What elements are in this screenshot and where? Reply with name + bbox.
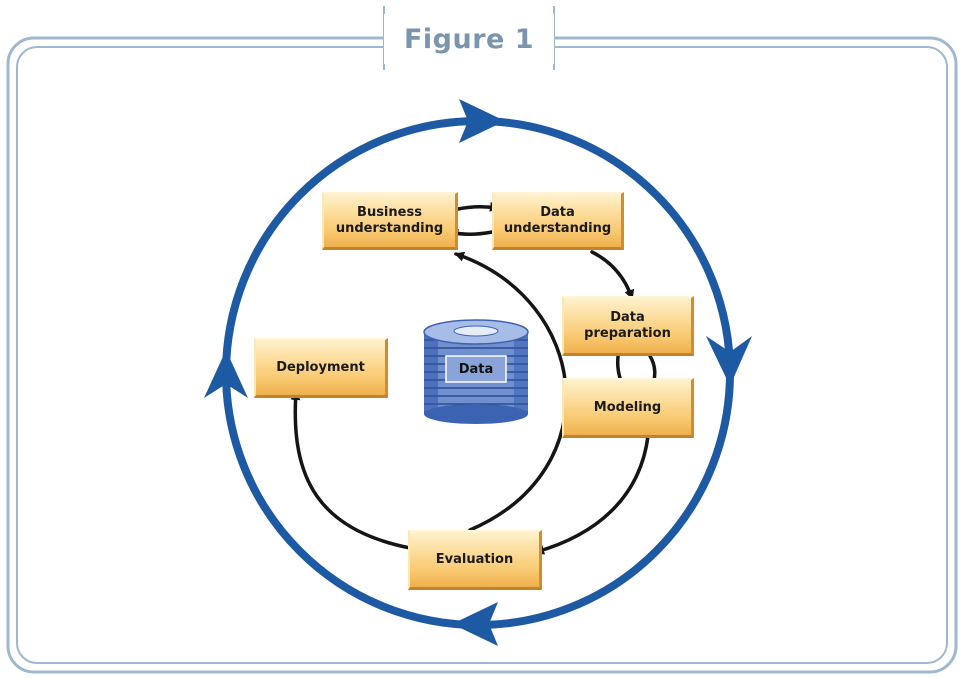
phase-data-understanding: Data understanding — [492, 192, 624, 250]
outer-cycle-arrowhead-right — [706, 336, 752, 386]
phase-data-preparation: Data preparation — [562, 296, 694, 356]
data-cylinder — [423, 319, 529, 424]
arrow-evaluation-to-deployment — [290, 390, 412, 550]
outer-cycle-arrowhead-top — [459, 99, 505, 143]
phase-modeling: Modeling — [562, 378, 694, 438]
arrow-modeling-to-evaluation — [534, 434, 650, 555]
phase-evaluation: Evaluation — [408, 530, 542, 590]
outer-cycle-arrowhead-bottom — [452, 602, 498, 646]
outer-cycle-arrowhead-left — [204, 350, 248, 398]
phase-business-understanding: Business understanding — [322, 192, 458, 250]
arrow-data-understanding-to-preparation — [590, 250, 635, 300]
figure-title: Figure 1 — [384, 14, 554, 64]
phase-deployment: Deployment — [254, 338, 388, 398]
data-label: Data — [458, 361, 494, 377]
